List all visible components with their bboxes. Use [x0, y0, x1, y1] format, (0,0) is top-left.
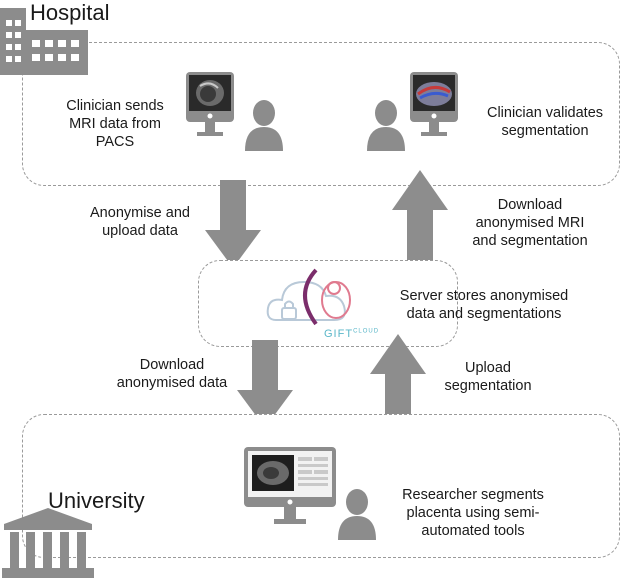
- gift-word: GIFT: [324, 328, 354, 340]
- clinician-validator-person-icon: [367, 100, 405, 151]
- monitor-icon: [186, 72, 234, 136]
- arrow-up-icon: [392, 170, 448, 265]
- researcher-person-icon: [338, 489, 376, 540]
- hospital-box: [22, 42, 620, 186]
- arrow-down-icon: [205, 180, 261, 268]
- clinician-sends-text: Clinician sends MRI data from PACS: [66, 98, 164, 150]
- server-box: [198, 260, 458, 347]
- hospital-title: Hospital: [30, 0, 110, 25]
- researcher-segments-text: Researcher segments placenta using semi-…: [402, 487, 544, 539]
- university-building-icon: [2, 508, 94, 578]
- segmentation-monitor-icon: [410, 72, 458, 136]
- download-anonymised-data-label: Download anonymised data: [116, 357, 228, 391]
- cloud-word: CLOUD: [353, 328, 380, 335]
- gift-cloud-logo-text: GIFTCLOUD: [324, 328, 379, 340]
- anonymise-upload-label: Anonymise and upload data: [90, 205, 190, 239]
- university-title: University: [48, 488, 145, 513]
- clinician-person-icon: [245, 100, 283, 151]
- desktop-monitor-icon: [244, 447, 336, 524]
- upload-segmentation-label: Upload segmentation: [444, 360, 532, 394]
- download-mri-label: Download anonymised MRI and segmentation: [472, 197, 588, 249]
- gift-cloud-logo-icon: [266, 268, 351, 326]
- arrow-down-icon: [237, 340, 293, 428]
- server-stores-text: Server stores anonymised data and segmen…: [399, 288, 569, 322]
- clinician-validates-text: Clinician validates segmentation: [486, 105, 604, 139]
- arrow-up-icon: [370, 334, 426, 426]
- hospital-building-icon: [0, 8, 88, 75]
